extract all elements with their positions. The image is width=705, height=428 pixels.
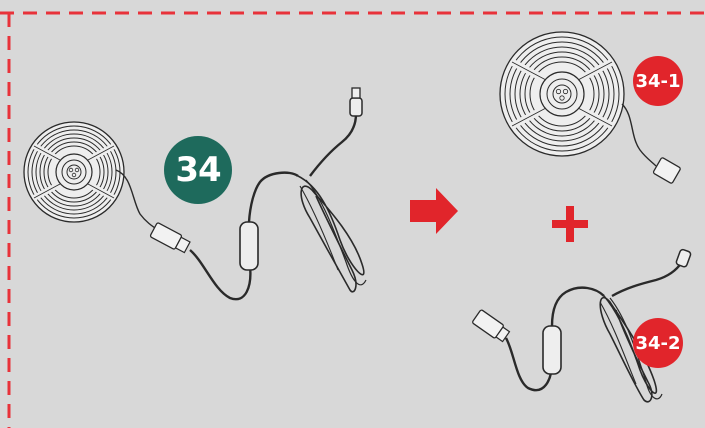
right-arrow-icon: [410, 188, 458, 234]
led-strip-reel-icon: [500, 32, 624, 156]
led-strip-reel-icon: [24, 122, 124, 222]
strip-lead: [622, 104, 656, 166]
connector-plug: [150, 222, 191, 254]
part-number-badge-34: 34: [164, 136, 232, 204]
badge-label: 34: [175, 150, 220, 190]
connector-plug: [653, 157, 681, 184]
badge-label: 34-2: [635, 333, 680, 354]
plus-icon: [552, 206, 588, 242]
part-number-badge-34-2: 34-2: [633, 318, 683, 368]
badge-label: 34-1: [635, 71, 680, 92]
part-number-badge-34-1: 34-1: [633, 56, 683, 106]
